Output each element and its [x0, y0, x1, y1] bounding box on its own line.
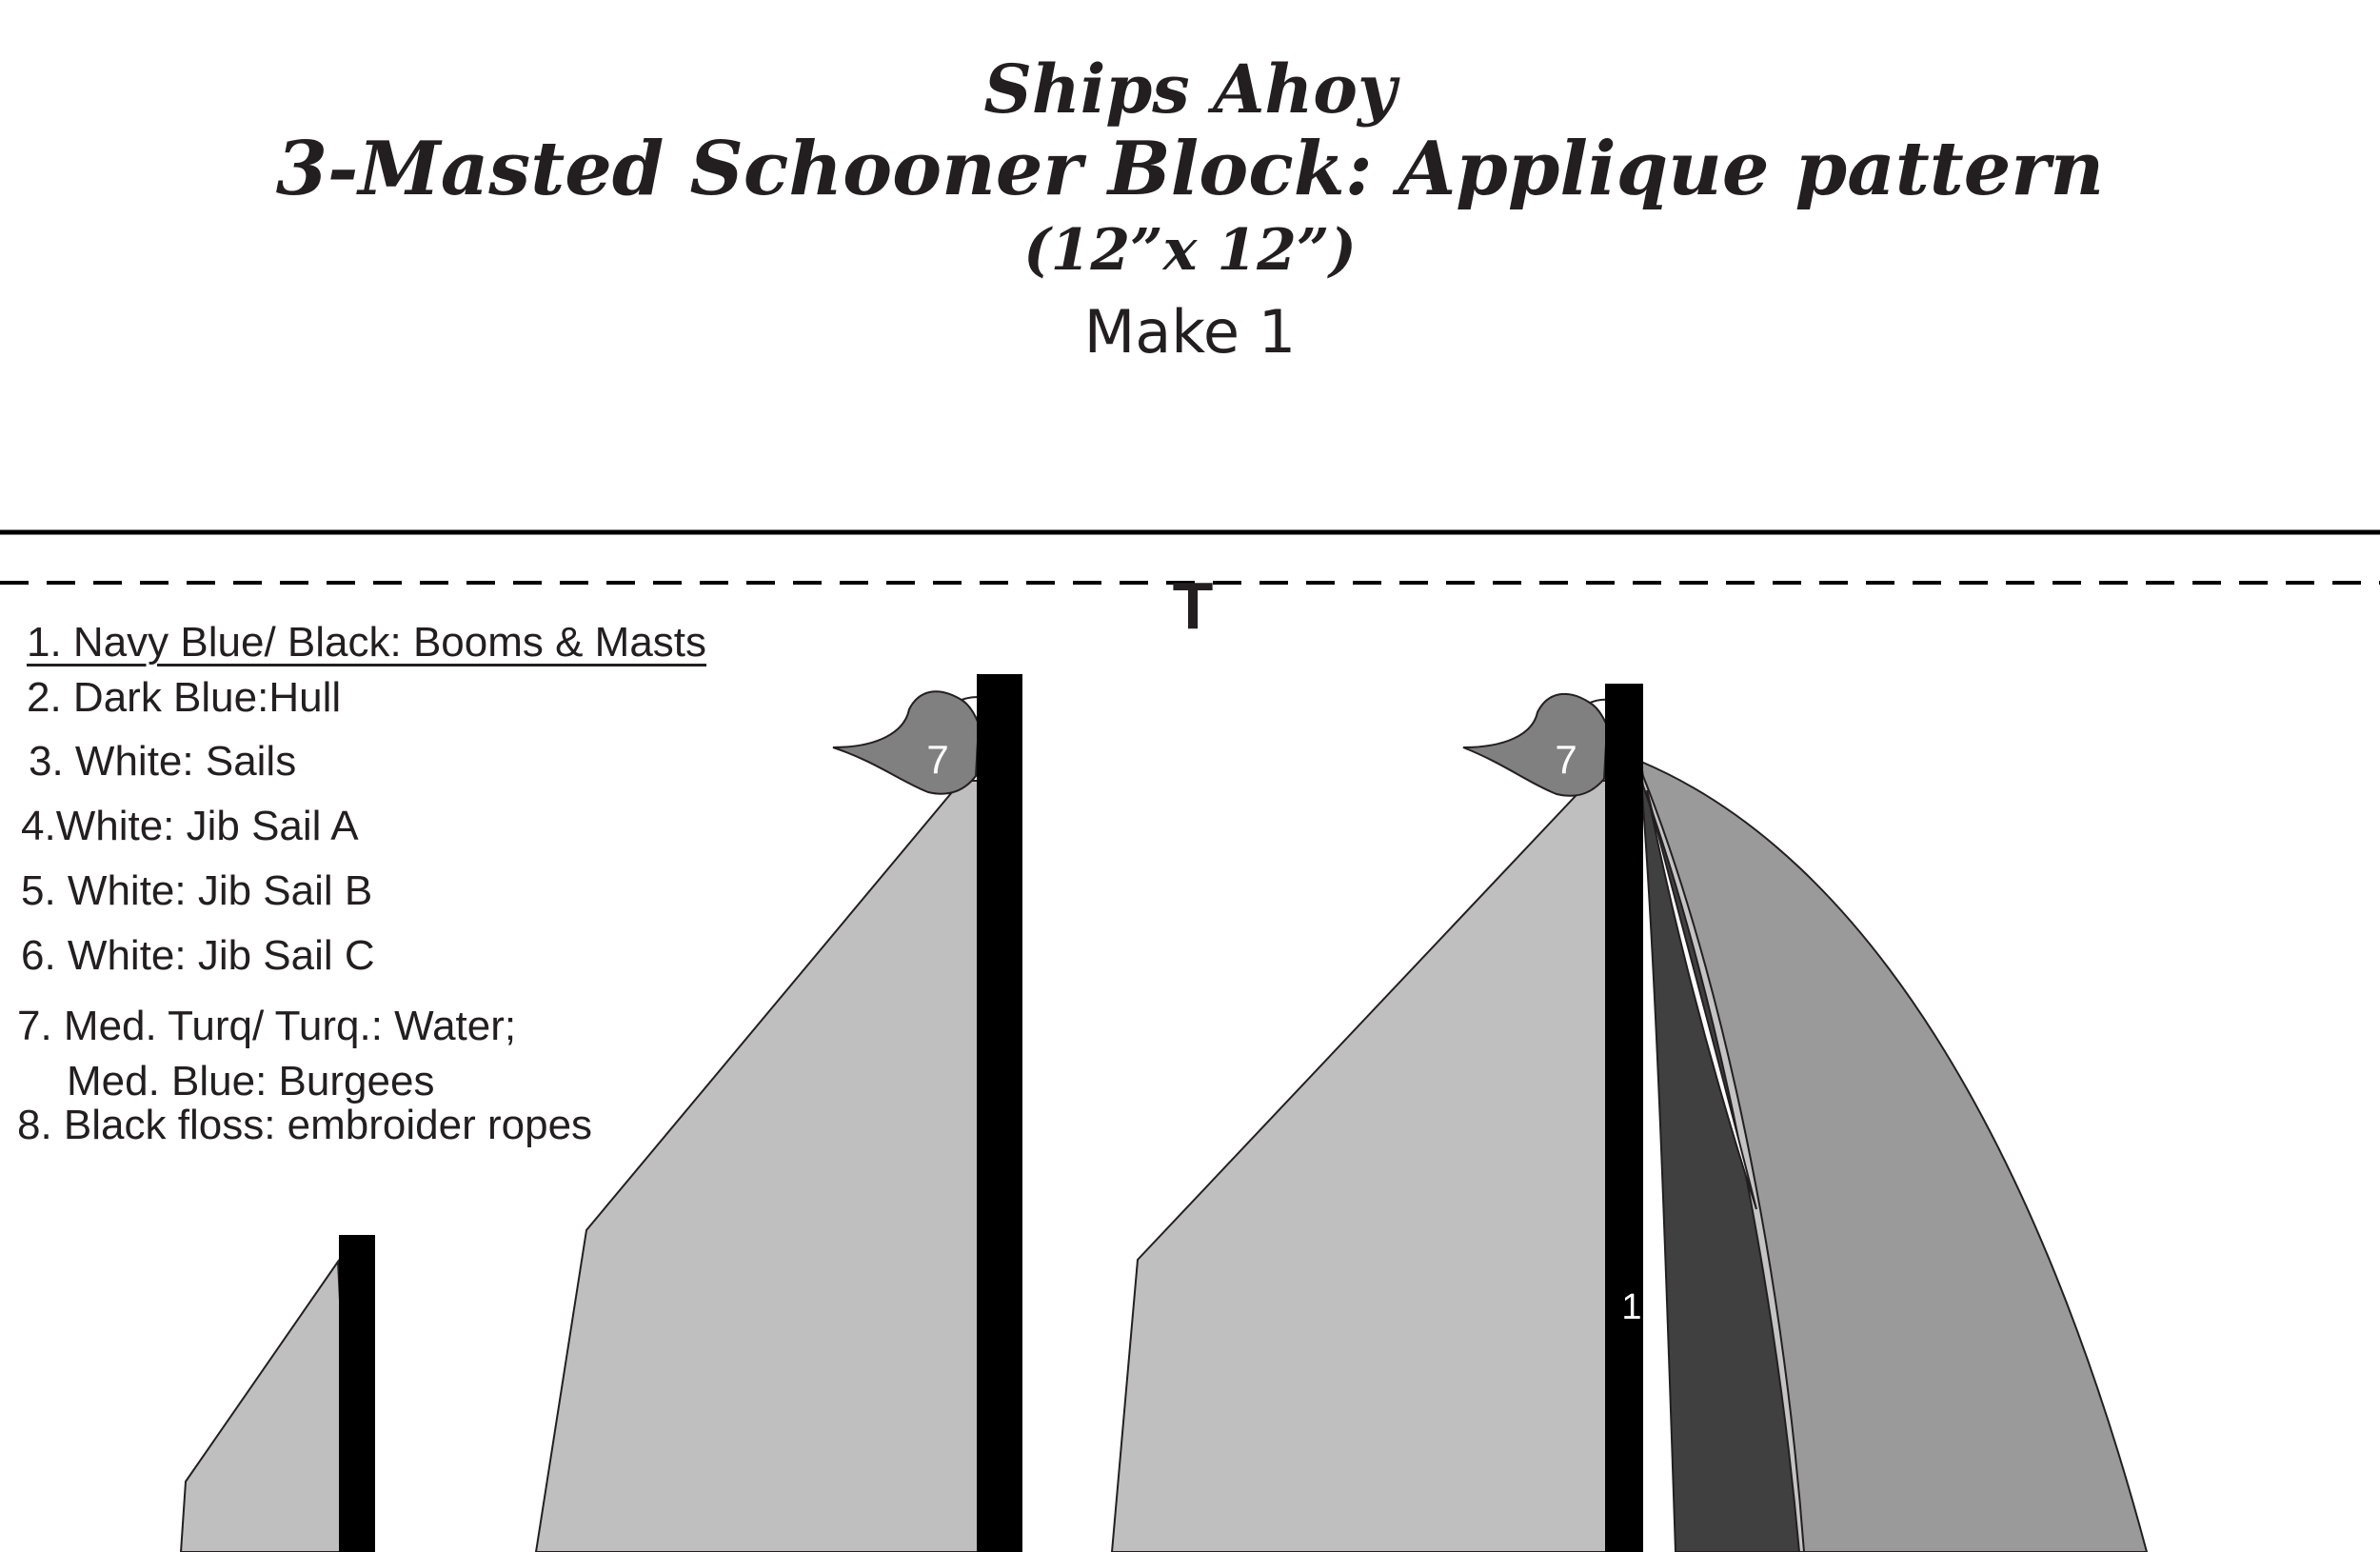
legend-item-4: 4.White: Jib Sail A — [21, 803, 359, 849]
jib-sail-a — [1640, 780, 1801, 1552]
mast-small — [339, 1235, 375, 1552]
legend-item-7b: Med. Blue: Burgees — [67, 1058, 435, 1104]
legend-item-8: 8. Black floss: embroider ropes — [17, 1102, 593, 1148]
legend-item-3: 3. White: Sails — [29, 738, 297, 785]
make-quantity: Make 1 — [1083, 297, 1297, 367]
legend-item-6: 6. White: Jib Sail C — [21, 932, 375, 979]
pattern-title: Ships Ahoy — [983, 50, 1397, 129]
legend-item-7: 7. Med. Turq/ Turq.: Water; — [17, 1003, 517, 1049]
pattern-subtitle: 3-Masted Schooner Block: Applique patter… — [275, 126, 2105, 212]
legend-item-2: 2. Dark Blue:Hull — [27, 674, 342, 721]
mast-middle — [977, 674, 1022, 1552]
mast-label: 1 — [1621, 1287, 1641, 1327]
legend-item-5: 5. White: Jib Sail B — [21, 867, 373, 914]
mast-main — [1605, 684, 1643, 1552]
burgee-right — [1462, 693, 1609, 797]
jib-gap — [1646, 789, 1757, 1210]
burgee-right-label: 7 — [1555, 737, 1577, 782]
burgee-left-label: 7 — [926, 737, 948, 782]
sail-middle — [534, 780, 982, 1552]
legend-item-1: 1. Navy Blue/ Black: Booms & Masts — [27, 619, 707, 666]
burgee-left — [832, 690, 981, 795]
top-edge-marker: T — [1173, 568, 1214, 643]
block-size: (12”x 12”) — [1023, 217, 1357, 284]
sail-small-left — [179, 1259, 354, 1552]
sail-right — [1110, 780, 1611, 1552]
